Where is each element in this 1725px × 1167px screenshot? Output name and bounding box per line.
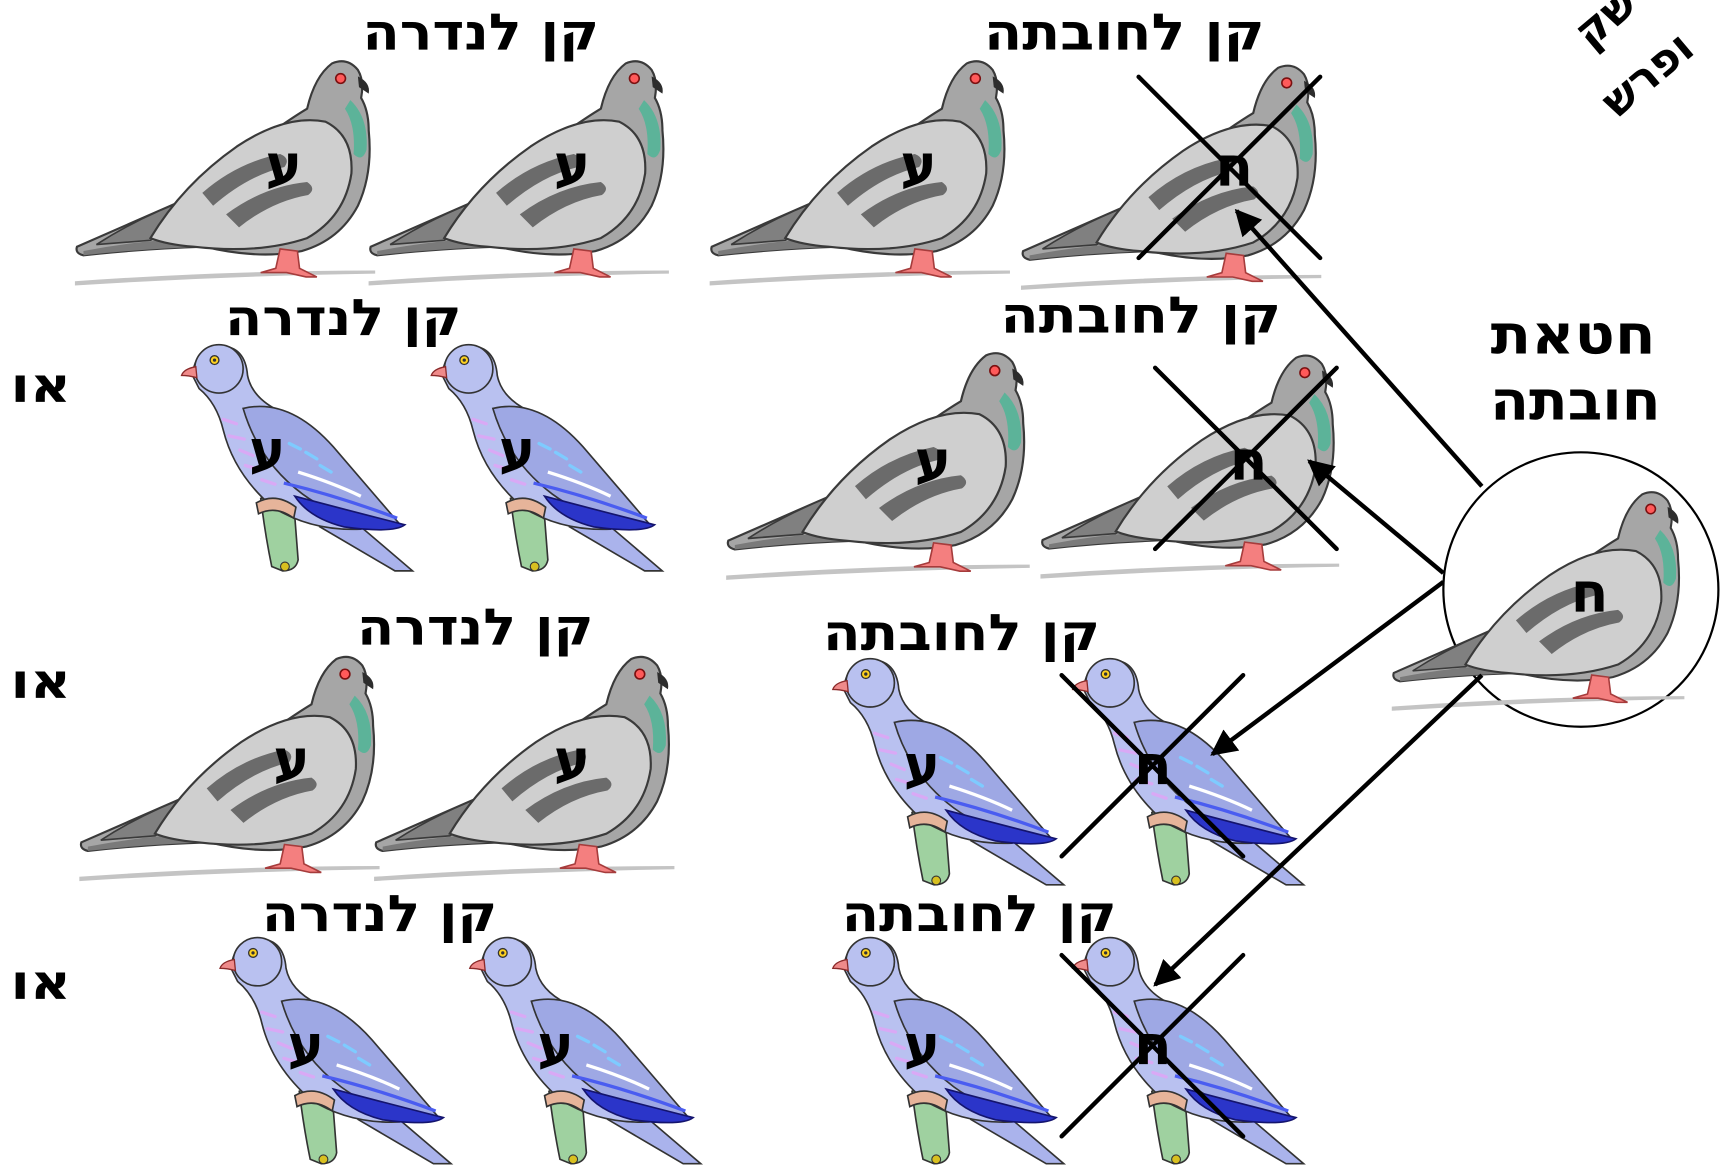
bird-letter: ח: [1215, 135, 1253, 199]
bird-letter: ע: [900, 132, 937, 196]
row-1: קן לנדרה ע ע קן לחובתה ע ח: [74, 2, 1323, 292]
bird-letter: ע: [904, 1013, 941, 1077]
nest-title: קן לחובתה: [823, 603, 1100, 662]
cross-line: [1059, 672, 1246, 859]
nest-title: קן לנדרה: [225, 288, 462, 347]
row-4: או קן לנדרה ע ע קן לחובתה ע ח: [10, 884, 1306, 1166]
cross-line: [1059, 952, 1246, 1139]
nest-title: קן לנדרה: [262, 884, 497, 943]
nest-nedarah: קן לנדרה ע ע: [218, 884, 703, 1166]
bird-letter: ע: [554, 727, 591, 791]
arrow-line: [1153, 673, 1484, 987]
mix-arrows: [1153, 208, 1484, 987]
nest-title: קן לחובתה: [1001, 286, 1282, 345]
arrow-line: [1307, 459, 1445, 575]
bird-letter: ע: [499, 418, 536, 482]
arrow-line: [1210, 580, 1445, 756]
nest-nedarah: קן לנדרה ע ע: [79, 597, 676, 883]
bird-letter: ע: [288, 1013, 325, 1077]
source-title-line-1: חטאת: [1491, 303, 1656, 367]
cross-line: [1152, 365, 1339, 552]
row-2: או קן לנדרה ע ע קן לחובתה ע ח: [10, 286, 1341, 582]
nest-title: קן לנדרה: [357, 597, 594, 656]
nest-title: קן לחובתה: [984, 2, 1265, 61]
nest-nedarah: קן לנדרה ע ע: [74, 2, 671, 287]
cross-out-mark: [1136, 74, 1323, 261]
source-title-line-2: חובתה: [1490, 368, 1661, 432]
or-label: או: [10, 955, 71, 1011]
bird-letter: ע: [273, 727, 310, 791]
bird-letter: ע: [554, 132, 591, 196]
nest-title: קן לחובתה: [842, 884, 1117, 943]
bird-letter: ע: [915, 429, 952, 493]
source-circle: [1442, 451, 1720, 728]
bird-letter: ע: [904, 733, 941, 797]
or-label: או: [10, 654, 71, 710]
nest-chovatah: קן לחובתה ע ח: [709, 2, 1323, 292]
source-sin-offering: חטאת חובתה ח: [1391, 303, 1720, 728]
cross-out-mark: [1152, 365, 1339, 552]
nest-title: קן לנדרה: [362, 2, 599, 61]
nest-nedarah: קן לנדרה ע ע: [179, 288, 664, 573]
cross-line: [1136, 74, 1323, 261]
row-3: או קן לנדרה ע ע קן לחובתה ע ח: [10, 597, 1306, 887]
nest-chovatah: קן לחובתה ע ח: [823, 603, 1306, 887]
nest-chovatah: קן לחובתה ע ח: [726, 286, 1341, 582]
bird-letter: ע: [537, 1013, 574, 1077]
cross-out-mark: [1059, 952, 1246, 1139]
or-label: או: [10, 358, 71, 414]
bird-letter: ע: [249, 418, 286, 482]
arrow-line: [1234, 208, 1484, 488]
bird-letter: ח: [1571, 561, 1609, 625]
cross-out-mark: [1059, 672, 1246, 859]
nest-chovatah: קן לחובתה ע ח: [831, 884, 1306, 1166]
bird-letter: ע: [266, 132, 303, 196]
